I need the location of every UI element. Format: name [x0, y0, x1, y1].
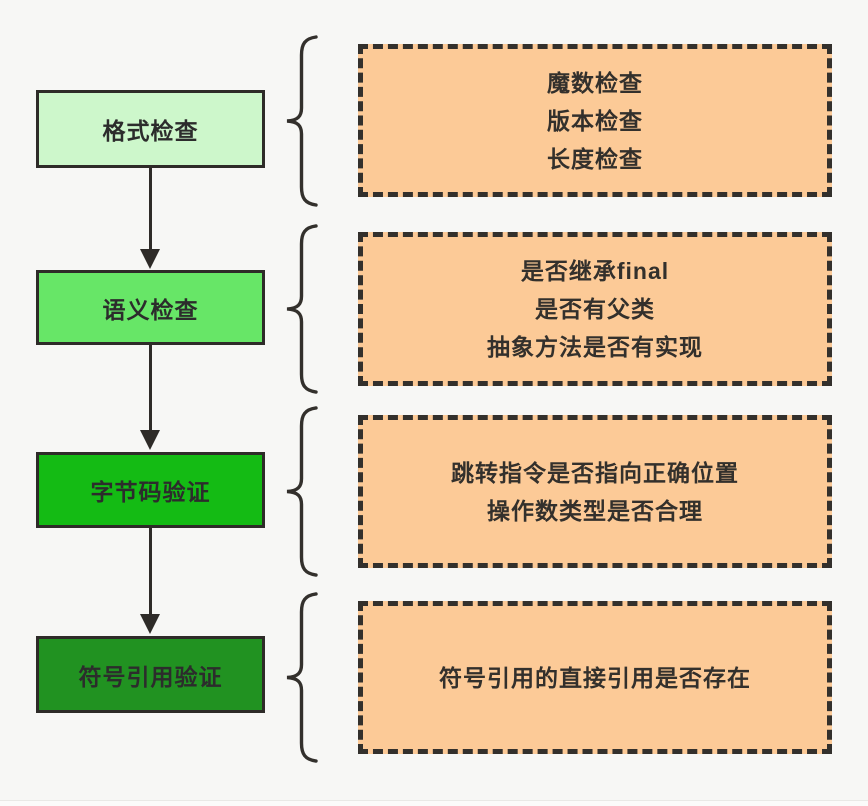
detail-line: 符号引用的直接引用是否存在 [439, 664, 751, 691]
page-bottom-edge [0, 800, 868, 806]
left-curly-brace-icon [286, 406, 318, 577]
stage-label: 符号引用验证 [78, 663, 223, 690]
detail-box-bytecode-verify: 跳转指令是否指向正确位置 操作数类型是否合理 [358, 415, 832, 568]
detail-line: 跳转指令是否指向正确位置 [451, 459, 739, 486]
detail-box-symbolic-ref-verify: 符号引用的直接引用是否存在 [358, 601, 832, 754]
stage-box-bytecode-verify: 字节码验证 [36, 452, 265, 528]
detail-line: 是否继承final [520, 258, 670, 284]
stage-box-format-check: 格式检查 [36, 90, 265, 168]
flow-arrow-line [149, 345, 152, 430]
flow-arrow-head-icon [140, 249, 160, 269]
detail-line: 是否有父类 [535, 296, 655, 322]
stage-box-symbolic-ref-verify: 符号引用验证 [36, 636, 265, 713]
detail-line: 魔数检查 [547, 69, 643, 96]
detail-line: 抽象方法是否有实现 [487, 334, 703, 360]
flow-arrow-line [149, 168, 152, 249]
stage-label: 字节码验证 [90, 479, 211, 505]
flow-arrow-head-icon [140, 430, 160, 450]
detail-line: 版本检查 [547, 107, 643, 134]
left-curly-brace-icon [286, 224, 318, 394]
left-curly-brace-icon [286, 35, 318, 207]
detail-line: 长度检查 [547, 145, 643, 172]
detail-box-format-check: 魔数检查 版本检查 长度检查 [358, 44, 832, 197]
detail-box-semantic-check: 是否继承final 是否有父类 抽象方法是否有实现 [358, 232, 832, 386]
stage-label: 格式检查 [102, 118, 199, 144]
stage-label: 语义检查 [102, 296, 199, 323]
stage-box-semantic-check: 语义检查 [36, 270, 265, 345]
flow-arrow-line [149, 528, 152, 614]
detail-line: 操作数类型是否合理 [487, 497, 703, 524]
flow-arrow-head-icon [140, 614, 160, 634]
left-curly-brace-icon [286, 592, 318, 763]
